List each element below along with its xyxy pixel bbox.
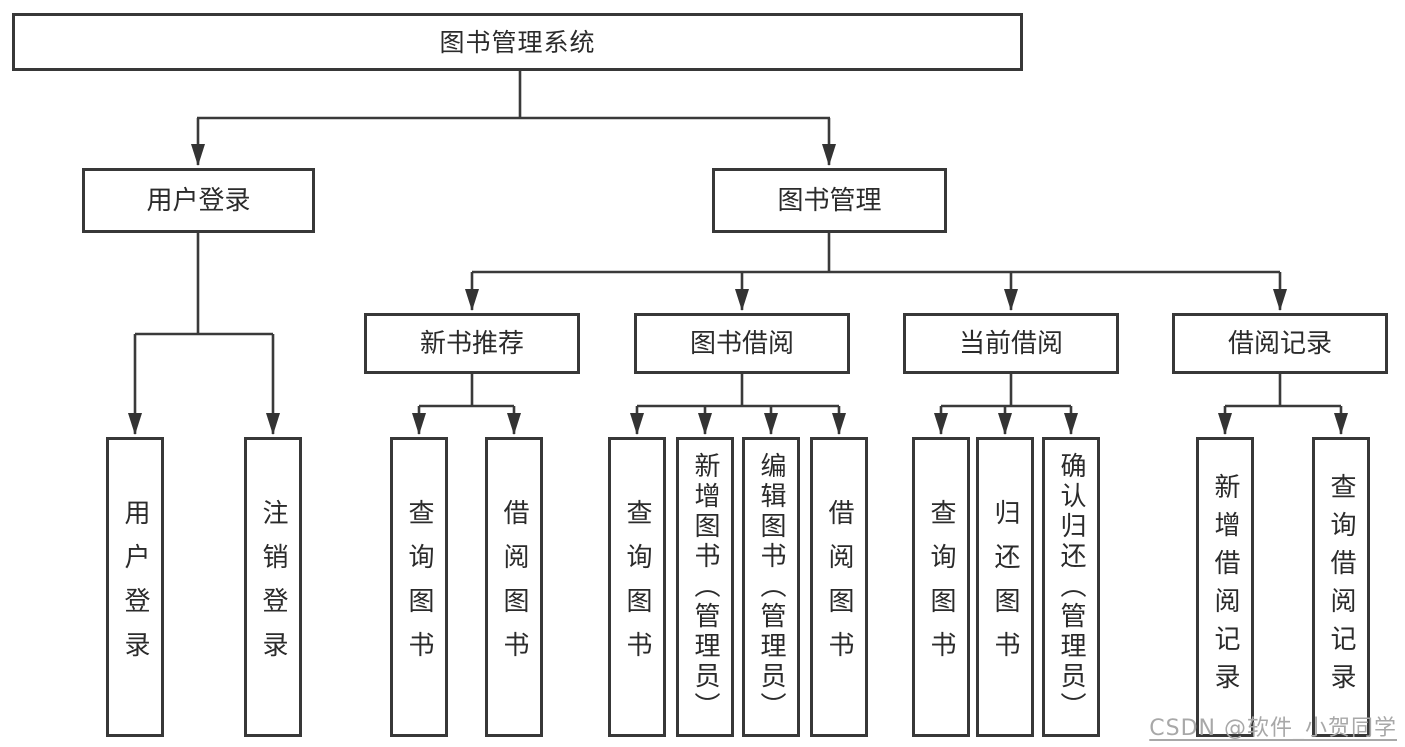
node-book-borrow: 图书借阅 <box>634 313 850 374</box>
node-book-management-label: 图书管理 <box>777 185 882 216</box>
leaf-logout-label: 注销登录 <box>258 499 288 675</box>
leaf-add-books-admin: 新增图书（管理员） <box>676 437 734 737</box>
leaf-confirm-return-admin: 确认归还（管理员） <box>1042 437 1100 737</box>
leaf-return-books: 归还图书 <box>976 437 1034 737</box>
node-current-borrow-label: 当前借阅 <box>958 328 1063 359</box>
leaf-user-login-label: 用户登录 <box>120 499 150 675</box>
node-new-book-recommend: 新书推荐 <box>364 313 580 374</box>
leaf-user-login: 用户登录 <box>106 437 164 737</box>
leaf-query-books-borrow: 查询图书 <box>608 437 666 737</box>
leaf-query-books-current: 查询图书 <box>912 437 970 737</box>
leaf-return-books-label: 归还图书 <box>990 499 1020 675</box>
leaf-borrow-books-newrec-label: 借阅图书 <box>499 499 529 675</box>
connector-book-borrow-split <box>637 374 839 408</box>
connector-user-login-split <box>135 233 273 336</box>
leaf-edit-books-admin-label: 编辑图书（管理员） <box>756 452 786 722</box>
connector-current-borrow-split <box>941 374 1071 408</box>
connector-book-management-split <box>472 233 1280 274</box>
connector-root-split <box>197 71 830 120</box>
node-user-login-label: 用户登录 <box>146 185 251 216</box>
leaf-confirm-return-admin-label: 确认归还（管理员） <box>1056 452 1086 722</box>
leaf-borrow-books-label: 借阅图书 <box>824 499 854 675</box>
leaf-query-books-current-label: 查询图书 <box>926 499 956 675</box>
connector-new-book-split <box>419 374 514 408</box>
watermark: CSDN @软件_小贺同学 <box>1149 716 1397 741</box>
node-borrow-records: 借阅记录 <box>1172 313 1388 374</box>
node-new-book-recommend-label: 新书推荐 <box>419 328 524 359</box>
leaf-query-books-newrec: 查询图书 <box>390 437 448 737</box>
leaf-borrow-books-newrec: 借阅图书 <box>485 437 543 737</box>
leaf-query-books-newrec-label: 查询图书 <box>404 499 434 675</box>
node-book-borrow-label: 图书借阅 <box>689 328 794 359</box>
leaf-add-books-admin-label: 新增图书（管理员） <box>690 452 720 722</box>
node-root: 图书管理系统 <box>12 13 1023 71</box>
connector-borrow-record-split <box>1225 374 1341 408</box>
leaf-query-borrow-record: 查询借阅记录 <box>1312 437 1370 737</box>
node-user-login: 用户登录 <box>82 168 315 233</box>
node-root-label: 图书管理系统 <box>439 27 596 57</box>
node-book-management: 图书管理 <box>712 168 947 233</box>
leaf-edit-books-admin: 编辑图书（管理员） <box>742 437 800 737</box>
leaf-query-borrow-record-label: 查询借阅记录 <box>1326 473 1356 701</box>
leaf-logout: 注销登录 <box>244 437 302 737</box>
leaf-add-borrow-record: 新增借阅记录 <box>1196 437 1254 737</box>
node-borrow-records-label: 借阅记录 <box>1227 328 1332 359</box>
leaf-query-books-borrow-label: 查询图书 <box>622 499 652 675</box>
node-current-borrow: 当前借阅 <box>903 313 1119 374</box>
leaf-borrow-books: 借阅图书 <box>810 437 868 737</box>
leaf-add-borrow-record-label: 新增借阅记录 <box>1210 473 1240 701</box>
